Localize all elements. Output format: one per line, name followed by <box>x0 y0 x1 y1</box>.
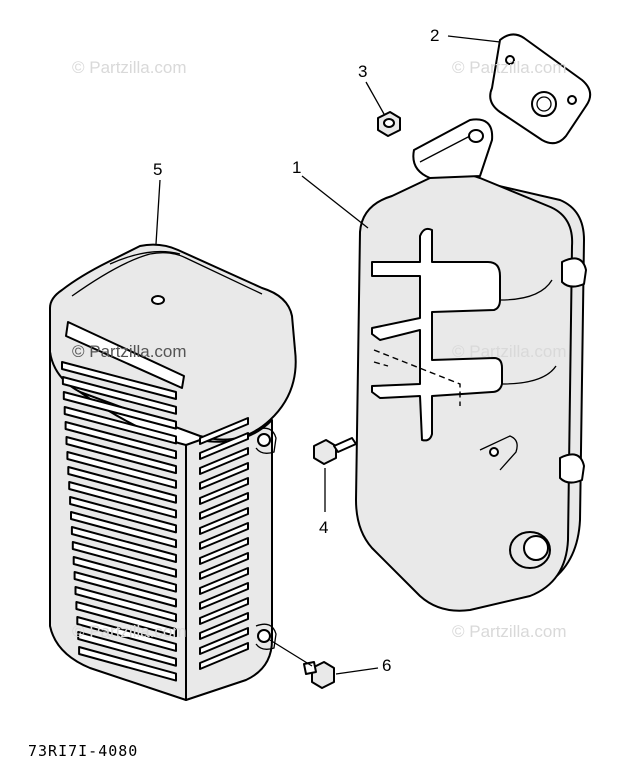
cover-slot-side <box>199 567 249 595</box>
cover-slot-side <box>199 432 249 460</box>
cover-slot-front <box>71 541 177 578</box>
cover-slot-front <box>67 466 177 504</box>
nut-part-3 <box>377 111 401 137</box>
cover-slot-front <box>75 601 177 638</box>
callout-2: 2 <box>430 26 440 45</box>
cover-slot-front <box>70 511 177 549</box>
watermark-top-left: © Partzilla.com <box>72 58 187 77</box>
callout-1: 1 <box>292 158 302 177</box>
cover-slot-side <box>199 462 249 490</box>
cover-slot-side <box>199 417 249 445</box>
cover-slot-side <box>199 627 249 655</box>
callout-6: 6 <box>382 656 392 675</box>
watermark-top-right: © Partzilla.com <box>452 58 567 77</box>
watermark-middle-right: © Partzilla.com <box>452 342 567 361</box>
bolt-part-6 <box>303 661 335 689</box>
cover-slot-front <box>78 646 177 682</box>
cover-slot-side <box>199 522 249 550</box>
diagram-code: 73RI7I-4080 <box>28 742 139 760</box>
cover-slot-side <box>199 477 249 505</box>
cover-slot-side <box>199 597 249 625</box>
cover-slot-front <box>74 586 177 623</box>
watermark-middle-left: © Partzilla.com <box>72 342 187 361</box>
cover-slot-front <box>73 571 177 608</box>
cover-slot-side <box>199 492 249 520</box>
cover-slot-front <box>65 436 177 475</box>
callout-4: 4 <box>319 518 329 537</box>
cover-slot-side <box>199 507 249 535</box>
cover-slot-front <box>69 496 177 534</box>
cover-slot-side <box>199 552 249 580</box>
cover-slot-front <box>61 361 177 400</box>
watermark-bottom-right: © Partzilla.com <box>452 622 567 641</box>
bolt-part-4 <box>313 437 357 465</box>
leader-lines <box>155 35 501 675</box>
cover-slot-front <box>76 616 177 652</box>
cover-slot-side <box>199 537 249 565</box>
cover-slot-front <box>70 526 177 564</box>
callout-5: 5 <box>153 160 163 179</box>
cover-slot-front <box>62 391 177 430</box>
cover-slot-front <box>63 406 177 445</box>
cover-slot-front <box>64 421 177 460</box>
cover-slot-side <box>199 447 249 475</box>
muffler-body-part-1 <box>355 118 587 612</box>
callout-3: 3 <box>358 62 368 81</box>
cover-vent-slots <box>61 361 249 682</box>
cover-slot-front <box>68 481 177 519</box>
cover-slot-side <box>199 642 249 670</box>
cover-mount-tabs <box>255 427 277 650</box>
watermark-bottom-left: © Partzilla.com <box>72 622 187 641</box>
gasket-part-2 <box>489 33 592 145</box>
cover-slot-front <box>72 556 177 593</box>
cover-slot-front <box>77 631 177 667</box>
cover-slot-side <box>199 612 249 640</box>
cover-slot-front <box>66 451 177 489</box>
cover-slot-side <box>199 582 249 610</box>
cover-slot-front <box>61 376 177 415</box>
